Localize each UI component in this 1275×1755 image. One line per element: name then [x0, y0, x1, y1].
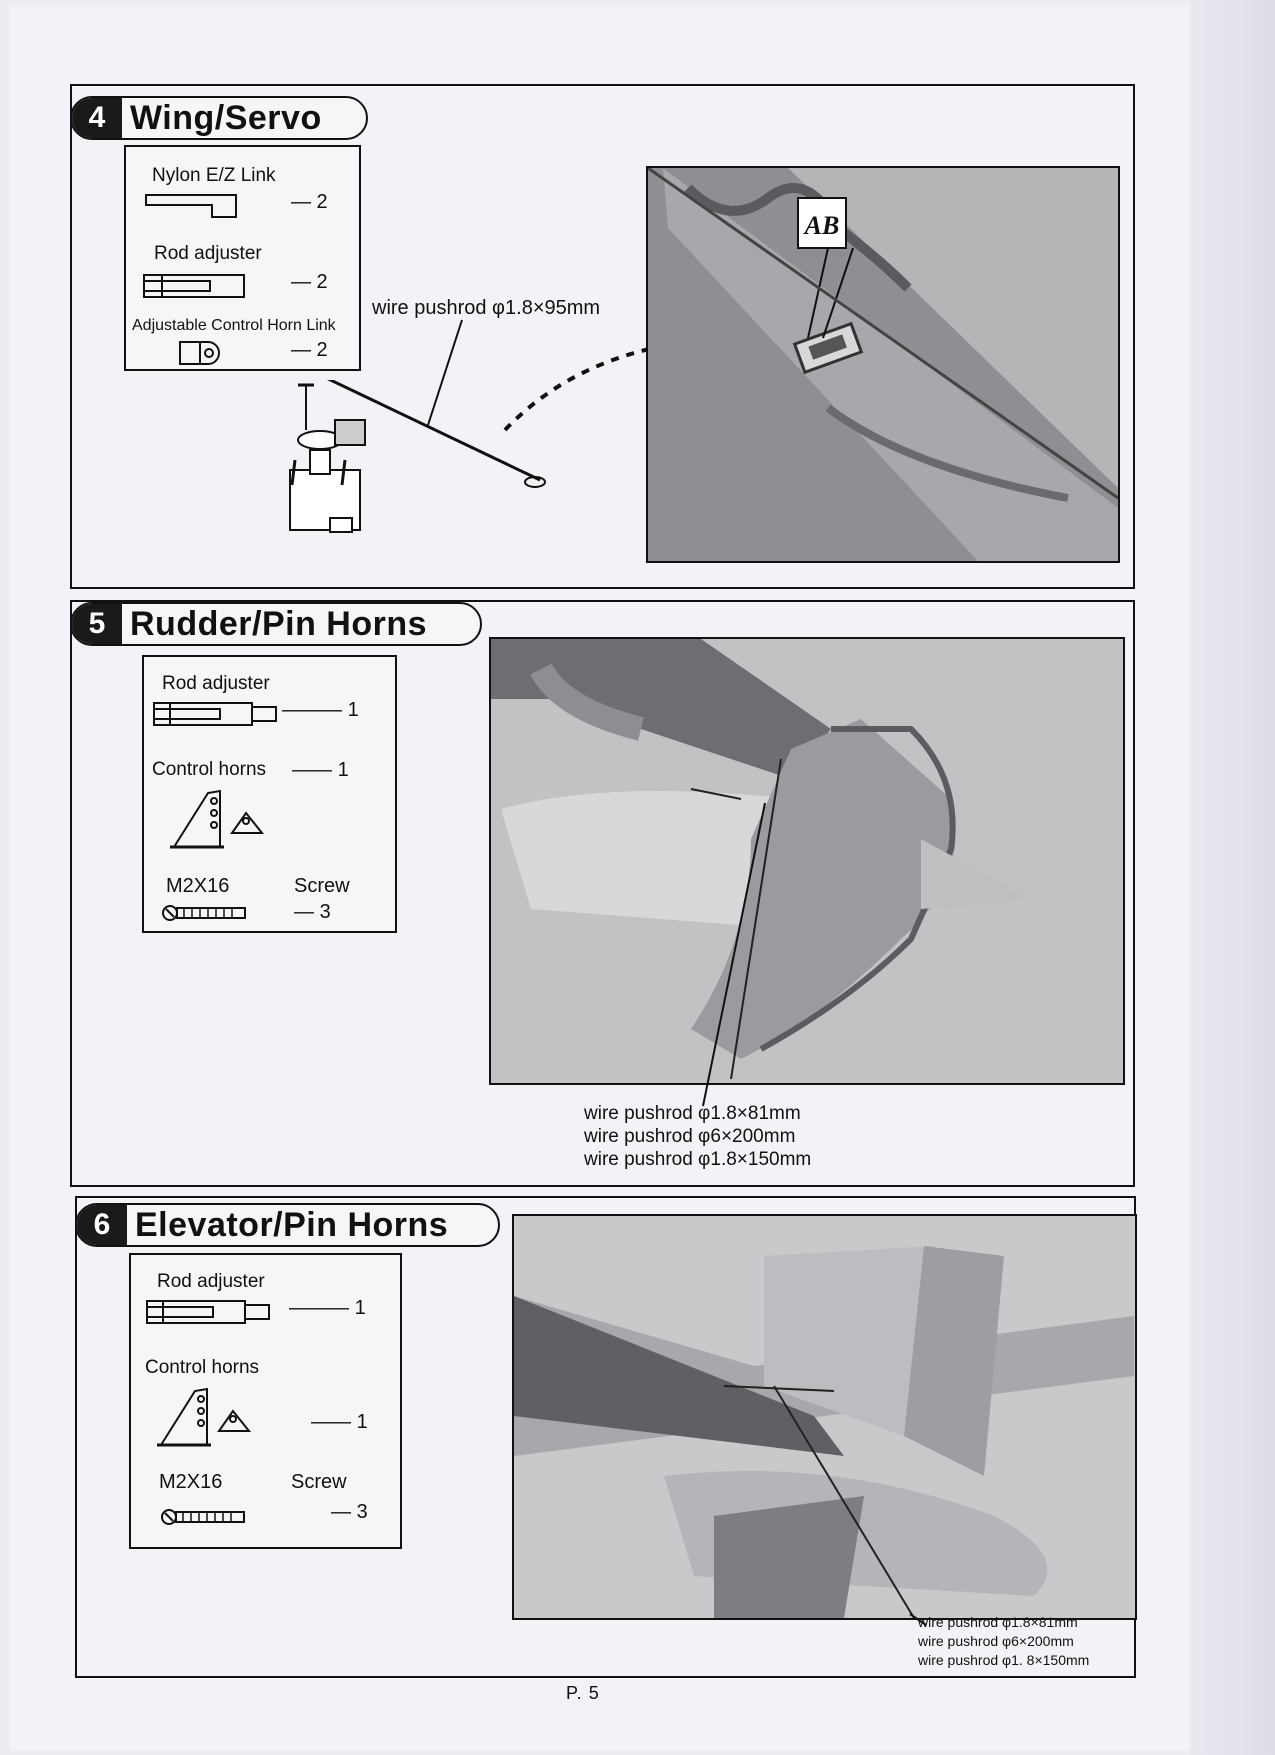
page-number: P. 5	[566, 1683, 600, 1704]
elevator-pushrod-3: wire pushrod φ1. 8×150mm	[918, 1651, 1089, 1669]
elevator-pushrod-1: wire pushrod φ1.8×81mm	[918, 1613, 1078, 1631]
elevator-pushrod-2: wire pushrod φ6×200mm	[918, 1632, 1074, 1650]
